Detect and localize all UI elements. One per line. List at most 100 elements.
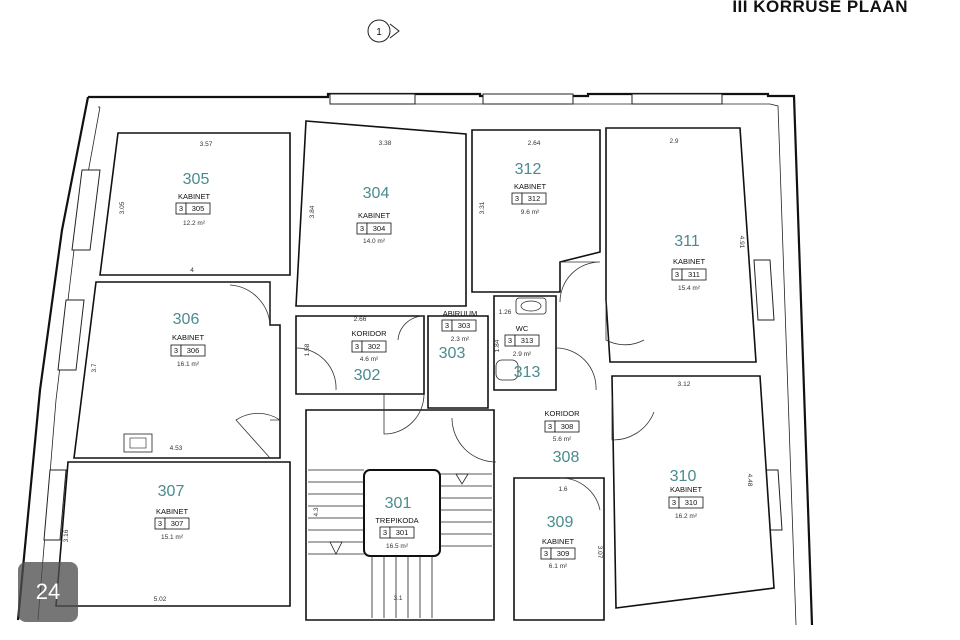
room-306-code-floor: 3	[174, 346, 178, 355]
dim-306-width: 4	[190, 267, 194, 274]
room-311-number: 311	[674, 233, 700, 250]
room-304-name: KABINET	[358, 211, 391, 220]
room-305: 305 KABINET 3 305 12.2 m²	[175, 171, 211, 227]
room-305-number: 305	[183, 171, 210, 188]
room-301-code-floor: 3	[383, 528, 387, 537]
room-303-code-floor: 3	[445, 321, 449, 330]
dim-311-height: 4.91	[738, 236, 745, 249]
dim-304-width: 3.38	[379, 140, 392, 147]
room-308-number: 308	[553, 449, 580, 466]
room-302: KORIDOR 3 302 4.6 m² 302	[351, 329, 387, 384]
room-303: ABIRUUM 3 303 2.3 m² 303	[439, 309, 478, 362]
room-304-outline	[295, 120, 467, 307]
room-306-number: 306	[173, 311, 200, 328]
dim-310-width: 3.12	[678, 381, 691, 388]
dim-302-height: 1.58	[304, 343, 311, 356]
room-310-area: 16.2 m²	[675, 513, 698, 520]
dim-307-width: 5.02	[154, 596, 167, 603]
room-310-code-floor: 3	[672, 498, 676, 507]
room-309-code-floor: 3	[544, 549, 548, 558]
room-306-code-number: 306	[187, 346, 200, 355]
room-312-name: KABINET	[514, 182, 547, 191]
room-307-area: 15.1 m²	[161, 534, 184, 541]
room-311-area: 15.4 m²	[678, 285, 701, 292]
dim-310-height: 4.48	[746, 474, 753, 487]
room-301-area: 16.5 m²	[386, 543, 409, 550]
room-306-area: 16.1 m²	[177, 361, 200, 368]
room-312-number: 312	[515, 161, 542, 178]
dim-301-width: 3.1	[393, 595, 402, 602]
room-309-name: KABINET	[542, 537, 575, 546]
room-310-number: 310	[670, 468, 697, 485]
room-304: 304 KABINET 3 304 14.0 m²	[356, 185, 392, 245]
windows	[43, 93, 783, 541]
room-306-outline	[73, 281, 281, 459]
room-310-outline	[611, 375, 775, 609]
room-311-code-number: 311	[688, 270, 700, 279]
room-312-area: 9.6 m²	[521, 209, 540, 216]
room-303-area: 2.3 m²	[451, 336, 470, 343]
room-308: KORIDOR 3 308 5.6 m² 308	[544, 409, 580, 466]
room-310-name: KABINET	[670, 485, 703, 494]
dim-312-height: 3.31	[479, 201, 486, 214]
room-303-outline	[427, 315, 489, 409]
dim-307-height: 3.16	[63, 529, 70, 542]
dim-305-height: 3.05	[119, 201, 126, 214]
room-309: 309 KABINET 3 309 6.1 m²	[540, 514, 576, 570]
room-312-code-number: 312	[528, 194, 541, 203]
room-309-number: 309	[547, 514, 574, 531]
room-313-area: 2.9 m²	[513, 351, 532, 358]
north-marker: 1	[367, 19, 400, 43]
room-310: 310 KABINET 3 310 16.2 m²	[668, 468, 704, 520]
room-304-code-number: 304	[373, 224, 386, 233]
dim-305-width: 3.57	[200, 141, 213, 148]
room-308-name: KORIDOR	[544, 409, 580, 418]
room-307-number: 307	[158, 483, 185, 500]
dim-311-width: 2.9	[669, 138, 678, 145]
dim-312-width: 2.64	[528, 140, 541, 147]
room-305-code-number: 305	[192, 204, 205, 213]
wc-fixtures	[123, 297, 547, 453]
room-312-code-floor: 3	[515, 194, 519, 203]
room-303-name: ABIRUUM	[443, 309, 478, 318]
room-303-code-number: 303	[458, 321, 471, 330]
room-313-number: 313	[514, 364, 541, 381]
plan-title: III KORRUSE PLAAN	[732, 0, 908, 16]
dim-304-height: 3.84	[309, 205, 316, 218]
dim-302-width: 2.66	[354, 316, 367, 323]
room-307-name: KABINET	[156, 507, 189, 516]
room-307-code-floor: 3	[158, 519, 162, 528]
room-313: WC 3 313 2.9 m² 313	[504, 324, 541, 381]
room-304-code-floor: 3	[360, 224, 364, 233]
room-311-outline	[605, 127, 757, 363]
room-308-code-number: 308	[561, 422, 574, 431]
dimension-labels: 3.57 3.38 2.64 2.9 3.05 3.84 3.31 4.91 4…	[63, 138, 753, 603]
outer-walls	[16, 92, 814, 626]
dim-307-top: 4.53	[170, 445, 183, 452]
room-302-area: 4.6 m²	[360, 356, 379, 363]
room-305-code-floor: 3	[179, 204, 183, 213]
room-311-code-floor: 3	[675, 270, 679, 279]
dim-306-height: 3.7	[91, 363, 98, 372]
room-307-outline	[55, 461, 291, 607]
image-counter-badge: 24	[18, 562, 78, 622]
dim-309-height: 3.07	[596, 546, 603, 559]
dim-313-height: 1.84	[494, 339, 501, 352]
room-303-number: 303	[439, 345, 466, 362]
dim-309-width: 1.6	[558, 486, 567, 493]
room-309-code-number: 309	[557, 549, 570, 558]
room-306-name: KABINET	[172, 333, 205, 342]
room-301-code-number: 301	[396, 528, 409, 537]
room-302-code-number: 302	[368, 342, 381, 351]
room-304-number: 304	[363, 185, 390, 202]
room-305-name: KABINET	[178, 192, 211, 201]
room-302-name: KORIDOR	[351, 329, 387, 338]
room-301: 301 TREPIKODA 3 301 16.5 m²	[375, 495, 418, 550]
room-311: 311 KABINET 3 311 15.4 m²	[671, 233, 707, 292]
room-301-name: TREPIKODA	[375, 516, 418, 525]
room-313-code-number: 313	[521, 336, 534, 345]
room-307: 307 KABINET 3 307 15.1 m²	[154, 483, 190, 541]
room-310-code-number: 310	[685, 498, 698, 507]
dim-313-width: 1.26	[499, 309, 512, 316]
